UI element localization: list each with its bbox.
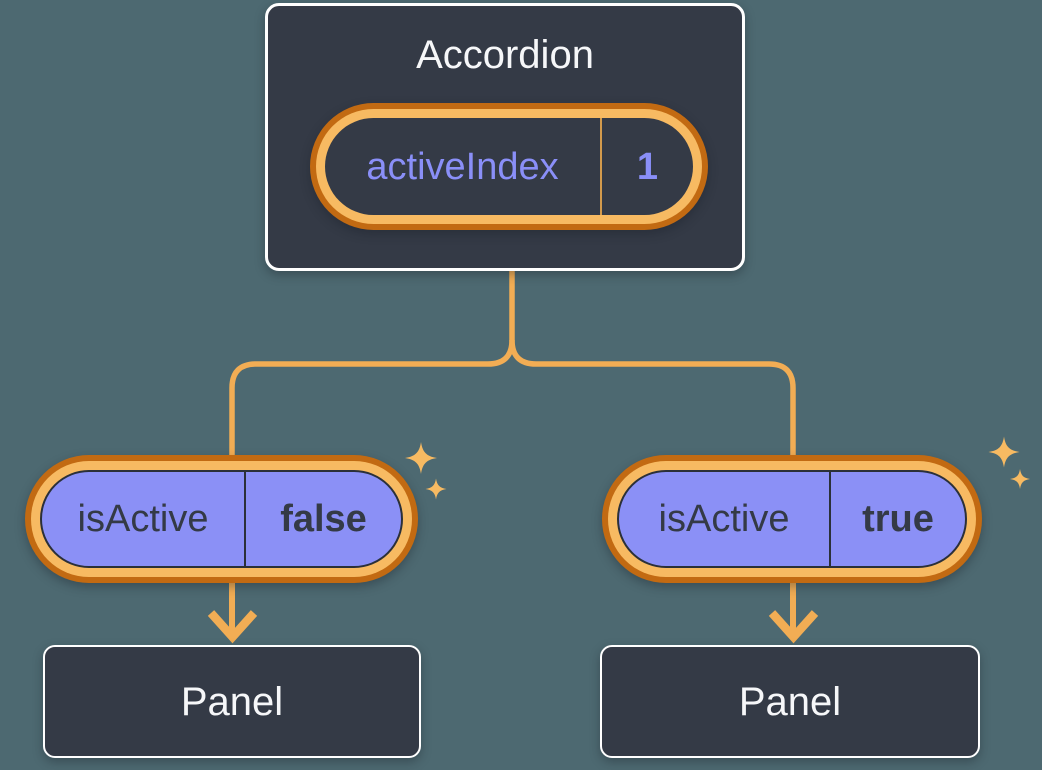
state-pill-value: 1 — [636, 145, 659, 188]
sparkle-icon — [988, 436, 1030, 489]
connector-line-left — [229, 268, 515, 458]
pill-divider — [244, 472, 246, 566]
prop-pill-gold-ring: isActive true — [608, 461, 976, 577]
panel-title: Panel — [180, 679, 284, 724]
prop-pill-is-active-right: isActive true — [602, 455, 982, 583]
panel-node-right: Panel — [600, 645, 980, 758]
prop-pill-value: true — [862, 498, 934, 540]
prop-pill-is-active-left: isActive false — [25, 455, 418, 583]
prop-pill-value: false — [280, 498, 367, 540]
panel-title: Panel — [738, 679, 842, 724]
panel-node-left: Panel — [43, 645, 421, 758]
prop-pill-gold-ring: isActive false — [31, 461, 412, 577]
prop-pill-label: isActive — [77, 498, 209, 540]
pill-divider — [829, 472, 831, 566]
state-pill-active-index: activeIndex 1 — [310, 103, 708, 230]
arrow-down-icon — [768, 610, 819, 644]
arrow-down-icon — [207, 610, 258, 644]
connector-line-right — [509, 339, 796, 458]
state-pill-label: activeIndex — [366, 145, 559, 188]
pill-divider — [600, 118, 602, 215]
prop-pill-label: isActive — [658, 498, 790, 540]
accordion-title: Accordion — [416, 33, 594, 77]
state-pill-gold-ring: activeIndex 1 — [316, 109, 702, 224]
accordion-node: Accordion activeIndex 1 — [265, 3, 745, 271]
